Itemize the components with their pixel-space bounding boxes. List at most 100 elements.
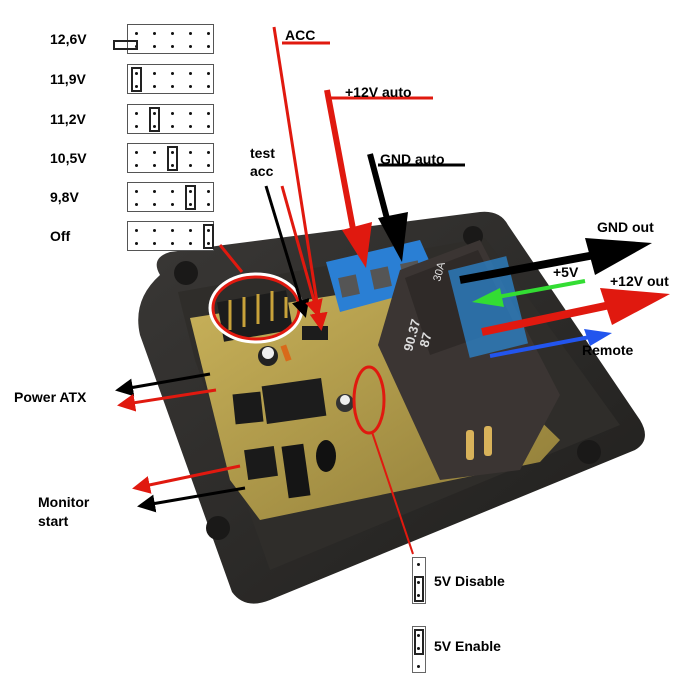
pin xyxy=(153,190,156,193)
pin xyxy=(207,229,210,232)
ic-chip xyxy=(244,446,278,480)
pin xyxy=(207,203,210,206)
ic-chip xyxy=(232,391,264,425)
jumper-cap xyxy=(149,107,160,132)
pin xyxy=(153,164,156,167)
pin xyxy=(153,203,156,206)
5v-enable-label: 5V Enable xyxy=(434,638,501,654)
ic-chip-dip8 xyxy=(261,378,327,424)
pin xyxy=(153,85,156,88)
jumper-row-12-6v: 12,6V xyxy=(0,24,230,54)
pin xyxy=(417,634,420,637)
remote-label: Remote xyxy=(582,342,634,358)
pin xyxy=(189,112,192,115)
pin xyxy=(171,72,174,75)
pin xyxy=(189,242,192,245)
plus5v-label: +5V xyxy=(553,264,579,280)
pin xyxy=(207,45,210,48)
pin-header-diagram xyxy=(113,24,214,54)
pin xyxy=(171,112,174,115)
pin xyxy=(135,72,138,75)
5v-jumper-leader-line xyxy=(371,431,414,555)
pin xyxy=(171,203,174,206)
pin xyxy=(189,190,192,193)
power-atx-red-arrow xyxy=(117,388,217,412)
pin xyxy=(171,229,174,232)
jumper-row-11-9v: 11,9V xyxy=(0,64,230,94)
test-acc-label-line1: test xyxy=(250,145,275,161)
pin-header-diagram xyxy=(127,104,214,134)
plus12v-out-arrow xyxy=(481,288,670,336)
monitor-start-red-arrow xyxy=(132,464,241,494)
acc-line xyxy=(272,26,330,331)
relay-marking: 87 xyxy=(416,331,434,349)
pin xyxy=(207,112,210,115)
pin xyxy=(207,125,210,128)
pin xyxy=(417,581,420,584)
jumper-cap xyxy=(131,67,142,92)
monitor-start-label-line1: Monitor xyxy=(38,494,90,510)
pin-header-diagram xyxy=(127,64,214,94)
jumper-label: Off xyxy=(50,228,71,244)
pin xyxy=(417,665,420,668)
screw-hole xyxy=(174,261,198,285)
power-atx-label: Power ATX xyxy=(14,389,87,405)
gnd-auto-line xyxy=(367,153,465,262)
relay-rating: 30A xyxy=(431,260,448,283)
pin xyxy=(417,563,420,566)
power-atx-black-arrow xyxy=(115,372,211,397)
pin xyxy=(207,242,210,245)
jumper-label: 9,8V xyxy=(50,189,79,205)
pin xyxy=(135,190,138,193)
gnd-out-label: GND out xyxy=(597,219,654,235)
pin xyxy=(171,125,174,128)
test-acc-label-line2: acc xyxy=(250,163,274,179)
pin xyxy=(153,151,156,154)
pin xyxy=(207,190,210,193)
test-acc-black-line xyxy=(264,185,310,318)
jumper-cap xyxy=(185,185,196,210)
pin xyxy=(189,203,192,206)
voltage-header-pins xyxy=(217,290,293,342)
jumper-row-10-5v: 10,5V xyxy=(0,143,230,173)
jumper-label: 12,6V xyxy=(50,31,87,47)
pin xyxy=(207,85,210,88)
pin xyxy=(189,151,192,154)
pin xyxy=(153,72,156,75)
pin xyxy=(189,85,192,88)
pin xyxy=(189,45,192,48)
test-acc-red-line xyxy=(280,185,323,318)
jumper-row-11-2v: 11,2V xyxy=(0,104,230,134)
pin xyxy=(171,242,174,245)
pin xyxy=(135,85,138,88)
pin xyxy=(171,151,174,154)
plus12v-auto-line xyxy=(324,89,433,268)
jumper-row-off: Off xyxy=(0,221,230,251)
plus5v-arrow xyxy=(472,279,586,307)
5v-disable-header-diagram xyxy=(412,557,426,604)
header-leader-line xyxy=(218,244,244,273)
pin-header xyxy=(281,443,311,499)
jumper-cap xyxy=(113,40,138,50)
gnd-out-arrow xyxy=(459,238,652,284)
5v-jumper-highlight-circle xyxy=(352,365,386,435)
plus12v-out-label: +12V out xyxy=(610,273,669,289)
pin xyxy=(135,229,138,232)
pin xyxy=(189,164,192,167)
pin xyxy=(153,112,156,115)
pin xyxy=(171,45,174,48)
pin xyxy=(153,229,156,232)
pin xyxy=(171,85,174,88)
pin xyxy=(153,32,156,35)
pin xyxy=(417,594,420,597)
plus12v-auto-label: +12V auto xyxy=(345,84,412,100)
pin xyxy=(207,72,210,75)
jumper-cap xyxy=(167,146,178,171)
pin xyxy=(135,164,138,167)
monitor-start-label-line2: start xyxy=(38,513,69,529)
jumper-cap xyxy=(414,576,424,602)
pin xyxy=(153,45,156,48)
jumper-label: 11,2V xyxy=(50,111,86,127)
monitor-start-black-arrow xyxy=(137,486,246,513)
pin xyxy=(135,151,138,154)
